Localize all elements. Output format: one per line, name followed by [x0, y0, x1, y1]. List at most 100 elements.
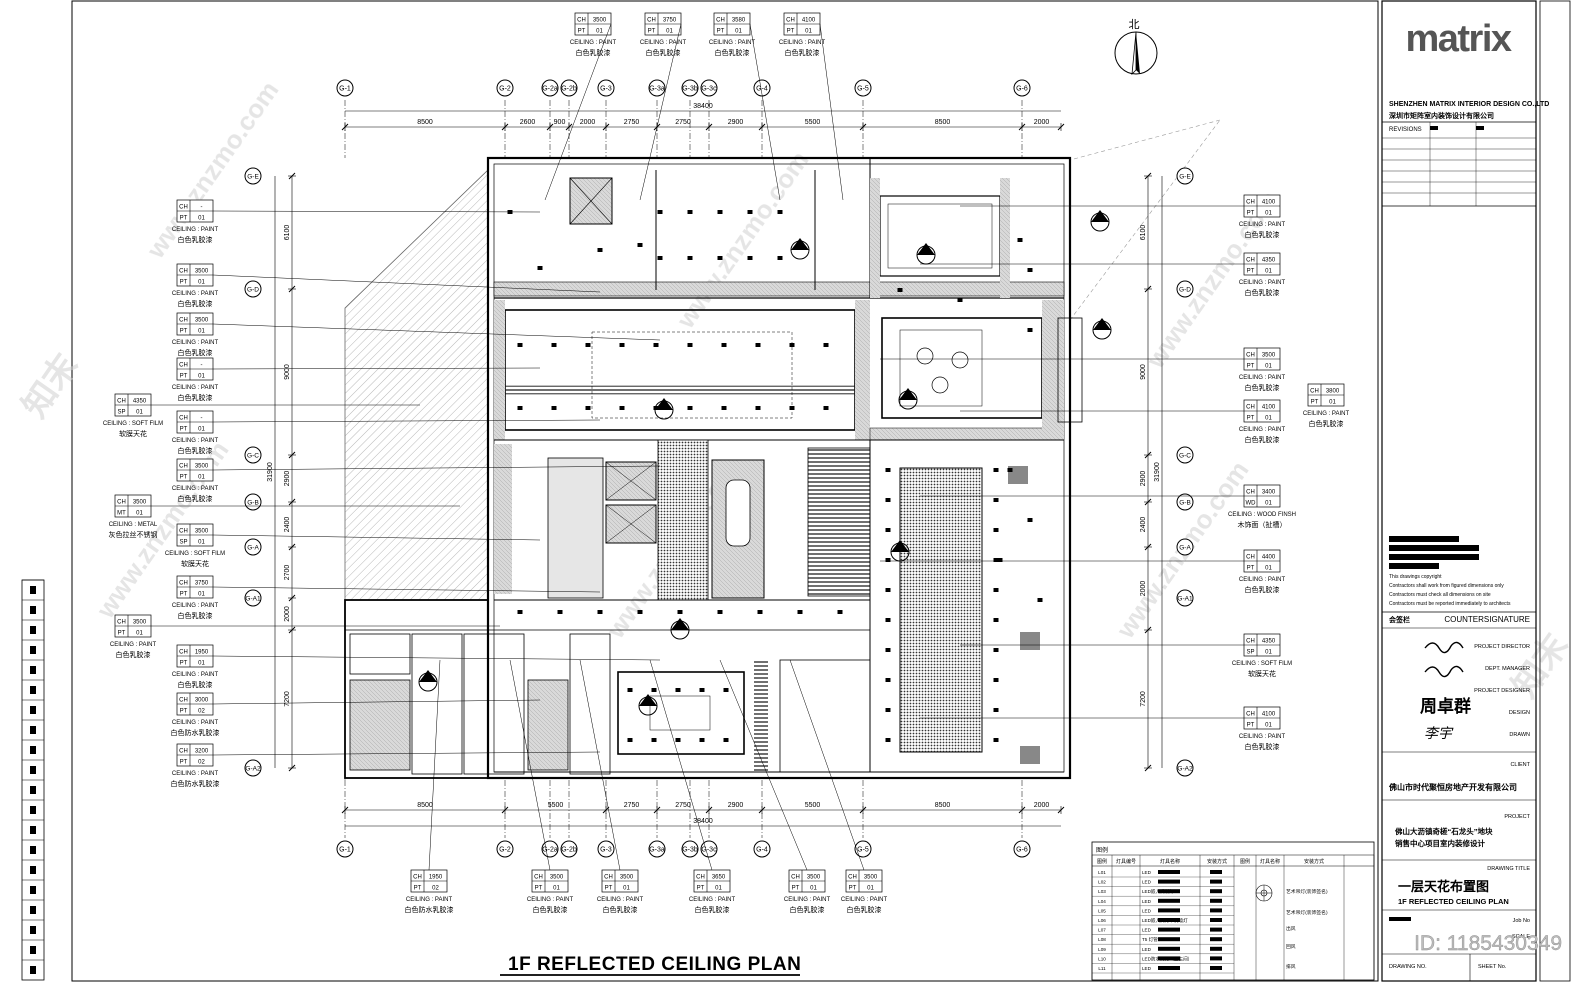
dimension-label: 2000 [284, 606, 291, 622]
tag-ch: CH [179, 529, 188, 535]
tag-num: 01 [1265, 650, 1272, 656]
axis-bubble: G-3 [597, 79, 615, 158]
axis-bubble: G-3a [648, 79, 666, 158]
axis-bubbles-left: G-EG-DG-CG-BG-AG-A1G-A2 [244, 167, 262, 777]
legend-header: 灯具名称 [1260, 858, 1280, 865]
stair-dense [657, 439, 709, 601]
dimension-total: 31900 [1154, 462, 1161, 482]
axis-bubble: G-D [244, 280, 262, 298]
company-name-en: SHENZHEN MATRIX INTERIOR DESIGN CO.,LTD [1389, 101, 1549, 108]
tag-ch: CH [179, 363, 188, 369]
legend-header: 安装方式 [1207, 858, 1227, 865]
tag-num: 01 [805, 29, 812, 35]
client-name: 佛山市时代聚恒房地产开发有限公司 [1388, 782, 1517, 792]
tag-height: 4400 [1262, 555, 1276, 561]
tag-height: 3800 [1326, 389, 1340, 395]
tag-code: PT [717, 29, 725, 35]
light-fixture [993, 558, 999, 562]
drawing-title-cn: 一层天花布置图 [1398, 879, 1489, 894]
legend-row-code: L01 [1098, 870, 1106, 875]
scale-label: SCALE [1512, 934, 1530, 940]
light-fixture [627, 688, 633, 692]
light-fixture [993, 588, 999, 592]
axis-bubble: G-6 [1013, 780, 1031, 858]
legend-row-code: L09 [1098, 947, 1106, 952]
light-fixture [993, 678, 999, 682]
tag-num: 01 [623, 886, 630, 892]
tag-code: PT [1247, 364, 1255, 370]
tag-code: PT [1247, 566, 1255, 572]
tag-code: PT [180, 216, 188, 222]
tag-material: 白色乳胶漆 [178, 494, 213, 503]
tag-num: 01 [715, 886, 722, 892]
tag-material: 白色乳胶漆 [715, 48, 750, 57]
light-fixture [757, 610, 763, 614]
axis-label: G-C [1179, 453, 1191, 460]
tag-code: PT [1247, 269, 1255, 275]
client-label: CLIENT [1510, 762, 1530, 768]
tag-type: CEILING : PAINT [172, 340, 219, 346]
tag-material: 白色乳胶漆 [1245, 435, 1280, 444]
tag-height: 3750 [195, 581, 209, 587]
light-fixture [1037, 598, 1043, 602]
axis-label: G-3c [701, 86, 717, 93]
legend-row-code: L11 [1098, 966, 1106, 971]
light-fixture [897, 288, 903, 292]
tag-ch: CH [1246, 639, 1255, 645]
tag-code: PT [180, 427, 188, 433]
light-fixture [777, 256, 783, 260]
tag-height: 4100 [1262, 200, 1276, 206]
light-fixture [675, 688, 681, 692]
light-fixture [1027, 268, 1033, 272]
tag-num: 01 [198, 475, 205, 481]
light-fixture [789, 343, 795, 347]
axis-bubble: G-2b [560, 780, 578, 858]
light-fixture [717, 256, 723, 260]
light-fixture [619, 343, 625, 347]
sheet-no-label: SHEET No. [1478, 964, 1507, 970]
light-fixture [823, 343, 829, 347]
dimension-label: 2700 [284, 565, 291, 581]
left-margin-strip [21, 579, 45, 981]
legend-right-item: 出风 [1286, 925, 1296, 932]
tag-ch: CH [117, 399, 126, 405]
tag-num: 01 [198, 540, 205, 546]
legend-title: 图例 [1096, 846, 1108, 854]
legend-row-code: L05 [1098, 908, 1106, 913]
legend-header: 灯具编号 [1116, 858, 1136, 865]
light-fixture [597, 610, 603, 614]
tag-type: CEILING : PAINT [110, 642, 157, 648]
signature-director [1424, 641, 1464, 654]
tag-type: CEILING : SOFT FILM [165, 551, 225, 557]
tag-ch: CH [179, 749, 188, 755]
tag-material: 白色乳胶漆 [1245, 585, 1280, 594]
axis-bubble: G-3c [700, 780, 718, 858]
dimension-label: 6100 [284, 225, 291, 241]
tag-type: CEILING : PAINT [1239, 375, 1286, 381]
dimension-label: 2000 [1034, 802, 1050, 809]
tag-code: PT [792, 886, 800, 892]
designer-name: 周卓群 [1420, 696, 1471, 716]
legend-row-name: LED [1142, 966, 1152, 971]
axis-label: G-2 [499, 86, 511, 93]
axis-bubble: G-4 [753, 79, 771, 158]
tag-code: PT [1311, 400, 1319, 406]
light-fixture [637, 243, 643, 247]
light-fixture [721, 406, 727, 410]
dimension-label: 2750 [675, 802, 691, 809]
tag-material: 白色乳胶漆 [116, 650, 151, 659]
light-fixture [653, 343, 659, 347]
tag-num: 01 [1265, 566, 1272, 572]
tag-height: 4350 [1262, 639, 1276, 645]
tag-num: 01 [1329, 400, 1336, 406]
tag-material: 白色防水乳胶漆 [171, 779, 220, 788]
